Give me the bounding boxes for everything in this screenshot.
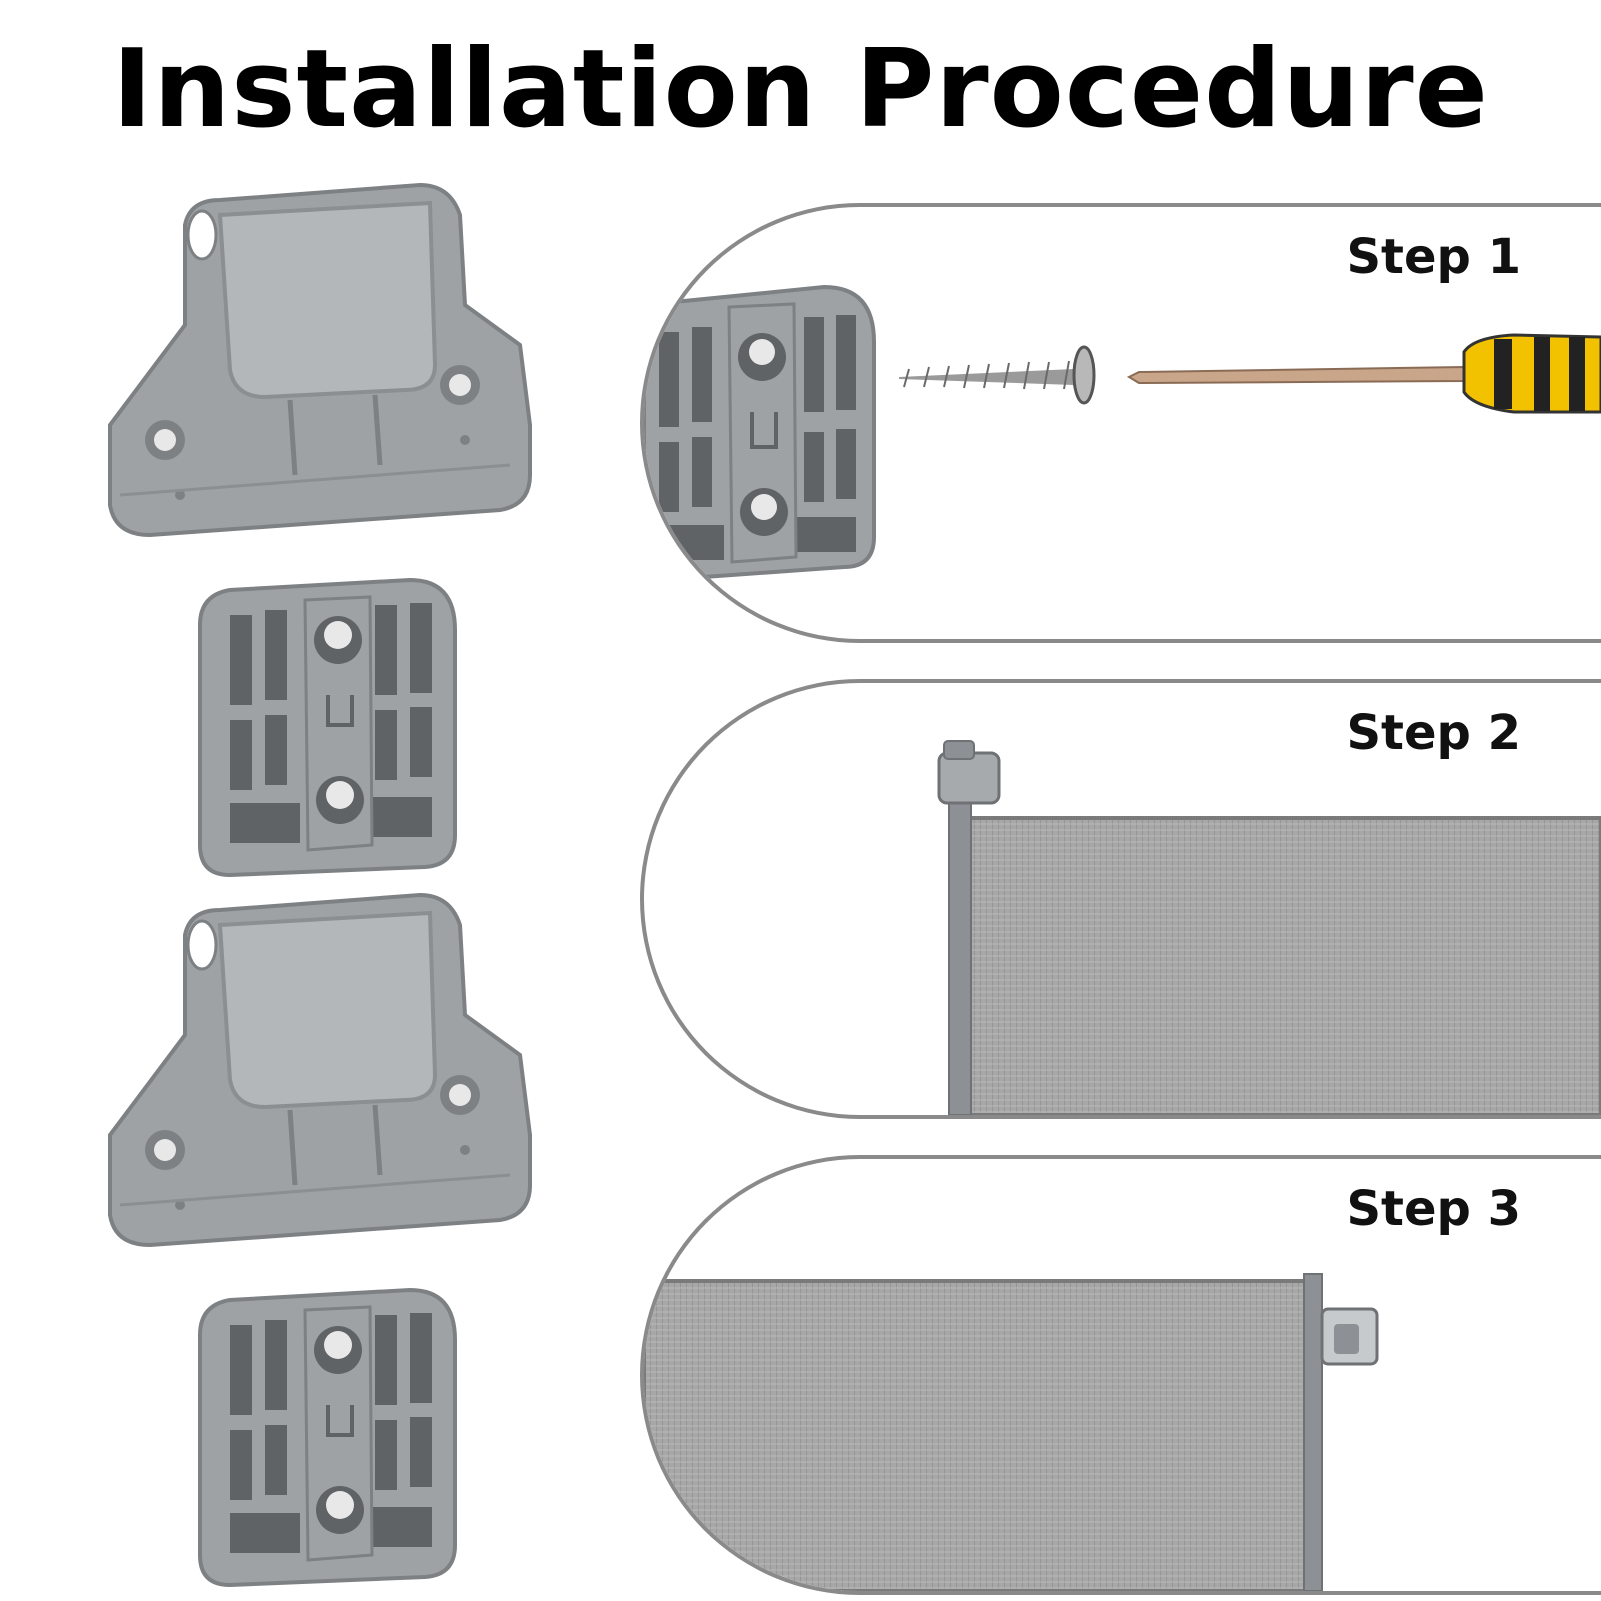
- hinge-bracket-icon: [90, 175, 550, 555]
- step-2-label: Step 2: [1346, 705, 1521, 761]
- page-title: Installation Procedure: [112, 27, 1489, 152]
- hinge-bracket-icon: [90, 885, 550, 1265]
- screwdriver-icon: [1126, 333, 1601, 414]
- gate-mesh-icon: [644, 1273, 1379, 1591]
- step-3-panel: Step 3: [640, 1155, 1601, 1595]
- step-1-panel: Step 1: [640, 203, 1601, 643]
- step-1-label: Step 1: [1346, 229, 1521, 285]
- mounting-plate-icon: [190, 1285, 470, 1590]
- screw-icon: [899, 345, 1096, 405]
- mounting-plate-icon: [644, 284, 876, 580]
- step-3-illustration: [644, 1273, 1379, 1591]
- step-3-label: Step 3: [1346, 1181, 1521, 1237]
- step-2-panel: Step 2: [640, 679, 1601, 1119]
- gate-mesh-icon: [937, 740, 1601, 1115]
- step-1-illustration: [644, 284, 1601, 580]
- step-2-illustration: [937, 740, 1601, 1115]
- mounting-plate-icon: [190, 575, 470, 880]
